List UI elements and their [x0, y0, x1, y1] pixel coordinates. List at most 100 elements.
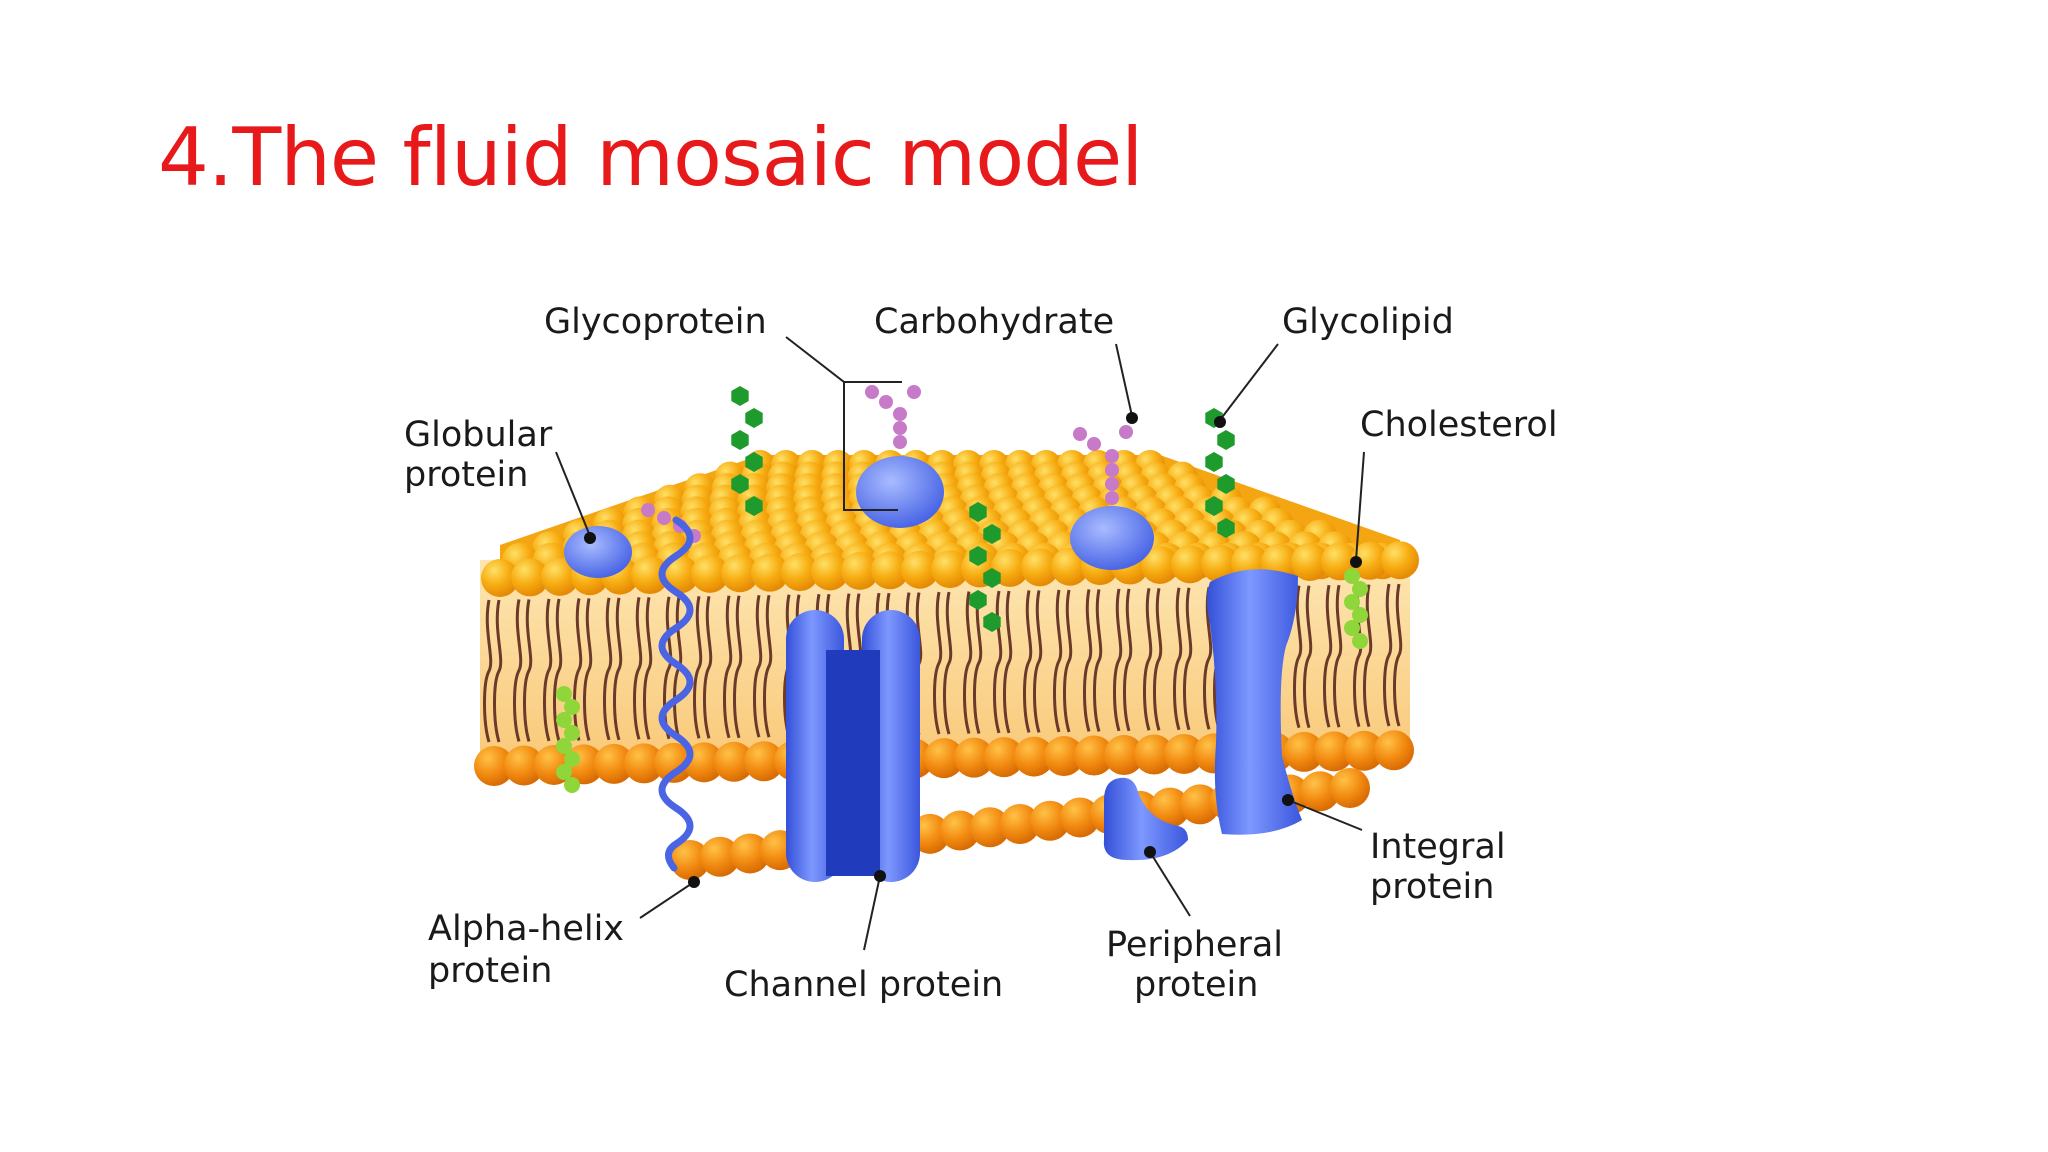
fatty-acid-tail [723, 595, 733, 739]
phospholipid-head [1074, 735, 1114, 776]
phospholipid-head [1044, 736, 1084, 777]
proteins [564, 456, 1302, 882]
phospholipid-head [1000, 804, 1040, 844]
fatty-acid-tail [973, 591, 983, 734]
label-alpha-helix-line1: Alpha-helix [428, 909, 624, 949]
carbohydrate-bead [641, 503, 655, 517]
fatty-acid-tail [583, 598, 593, 741]
carbohydrate-bead [1073, 427, 1087, 441]
label-alpha-helix-line2: protein [428, 951, 552, 991]
phospholipid-head [1314, 731, 1354, 772]
cholesterol-bead [556, 686, 572, 702]
phospholipid-head [924, 738, 964, 779]
leader-cholesterol [1355, 451, 1365, 561]
fatty-acid-tail [1293, 585, 1303, 729]
phospholipid-head [1284, 731, 1324, 772]
sugar-hexagon [1217, 518, 1235, 538]
fatty-acid-tail [1303, 585, 1313, 729]
carbohydrate-bead [893, 407, 907, 421]
cholesterol-bead [556, 712, 572, 728]
phospholipid-head [654, 742, 694, 783]
phospholipid-head [1344, 730, 1384, 771]
sugar-hexagon [983, 612, 1001, 632]
dot-integral [1282, 794, 1294, 806]
leader-carbohydrate [1115, 343, 1133, 417]
carbohydrate-bead [893, 435, 907, 449]
leader-channel [863, 875, 881, 951]
cholesterol-bead [564, 725, 580, 741]
phospholipid-head [744, 741, 784, 782]
diagram-labels: Glycoprotein Carbohydrate Glycolipid Glo… [404, 302, 1558, 1005]
fatty-acid-tail [513, 599, 523, 742]
label-integral-line2: protein [1370, 867, 1494, 907]
cholesterol-bead [556, 764, 572, 780]
sugar-hexagon [1217, 474, 1235, 494]
phospholipid-head [1300, 771, 1340, 812]
fatty-acid-tail [1033, 590, 1043, 733]
phospholipid-head [811, 552, 849, 591]
carbohydrate-bead [865, 385, 879, 399]
fatty-acid-tail [703, 595, 713, 739]
carbohydrate-bead [1105, 449, 1119, 463]
leader-globular [555, 451, 591, 537]
cholesterol-bead [556, 738, 572, 754]
phospholipid-head [624, 743, 664, 784]
dot-peripheral [1144, 846, 1156, 858]
sugar-hexagon [745, 408, 763, 428]
fatty-acid-tail [1143, 588, 1153, 731]
phospholipid-head [504, 745, 544, 786]
fatty-acid-tail [603, 597, 613, 741]
sugar-hexagon [731, 430, 749, 450]
fatty-acid-tail [1333, 584, 1343, 728]
carbohydrate-bead [1105, 491, 1119, 505]
fatty-acid-tail [1123, 588, 1133, 732]
sugar-hexagon [731, 386, 749, 406]
phospholipid-head [1330, 768, 1370, 808]
phospholipid-head [984, 737, 1024, 778]
fatty-acid-tail [1023, 590, 1033, 733]
phospholipid-head [1021, 548, 1059, 587]
cholesterol-bead [564, 777, 580, 793]
fatty-acid-tail [1153, 588, 1163, 731]
fatty-acid-tail [763, 594, 773, 738]
fatty-acid-tail [733, 595, 743, 739]
carbohydrate-bead [1119, 425, 1133, 439]
phospholipid-head [541, 557, 579, 596]
label-peripheral-line2: protein [1134, 965, 1258, 1005]
label-integral-line1: Integral [1370, 827, 1506, 867]
phospholipid-head [940, 810, 980, 851]
label-channel-protein: Channel protein [724, 965, 1003, 1005]
phospholipid-head [1060, 797, 1100, 838]
phospholipid-head [751, 553, 789, 592]
carbohydrate-bead [879, 395, 893, 409]
fatty-acid-tail [1083, 589, 1093, 732]
phospholipid-head [931, 550, 969, 589]
sugar-hexagon [983, 568, 1001, 588]
dot-alpha-helix [688, 876, 700, 888]
carbohydrate-bead [1105, 463, 1119, 477]
fatty-acid-tail [543, 598, 553, 742]
alpha-helix-protein [658, 516, 694, 872]
phospholipid-head [511, 558, 549, 597]
dot-cholesterol [1350, 556, 1362, 568]
fatty-acid-tail [633, 597, 643, 740]
dot-channel [874, 870, 886, 882]
cholesterol-bead [1352, 607, 1368, 623]
cholesterol-bead [1344, 620, 1360, 636]
label-glycolipid: Glycolipid [1282, 302, 1454, 342]
cholesterol-molecules [556, 568, 1368, 793]
dot-globular [584, 532, 596, 544]
sugar-hexagon [969, 546, 987, 566]
cholesterol-bead [564, 751, 580, 767]
sugar-hexagon [1205, 496, 1223, 516]
phospholipid-head [721, 554, 759, 593]
carbohydrate-bead [1087, 437, 1101, 451]
sugar-hexagon [969, 590, 987, 610]
slide-title: 4.The fluid mosaic model [158, 111, 1143, 204]
carbohydrate-chains [641, 385, 1133, 543]
phospholipid-head [871, 551, 909, 590]
sugar-hexagon [731, 474, 749, 494]
sugar-hexagon [745, 496, 763, 516]
fatty-acid-tail [753, 594, 763, 738]
